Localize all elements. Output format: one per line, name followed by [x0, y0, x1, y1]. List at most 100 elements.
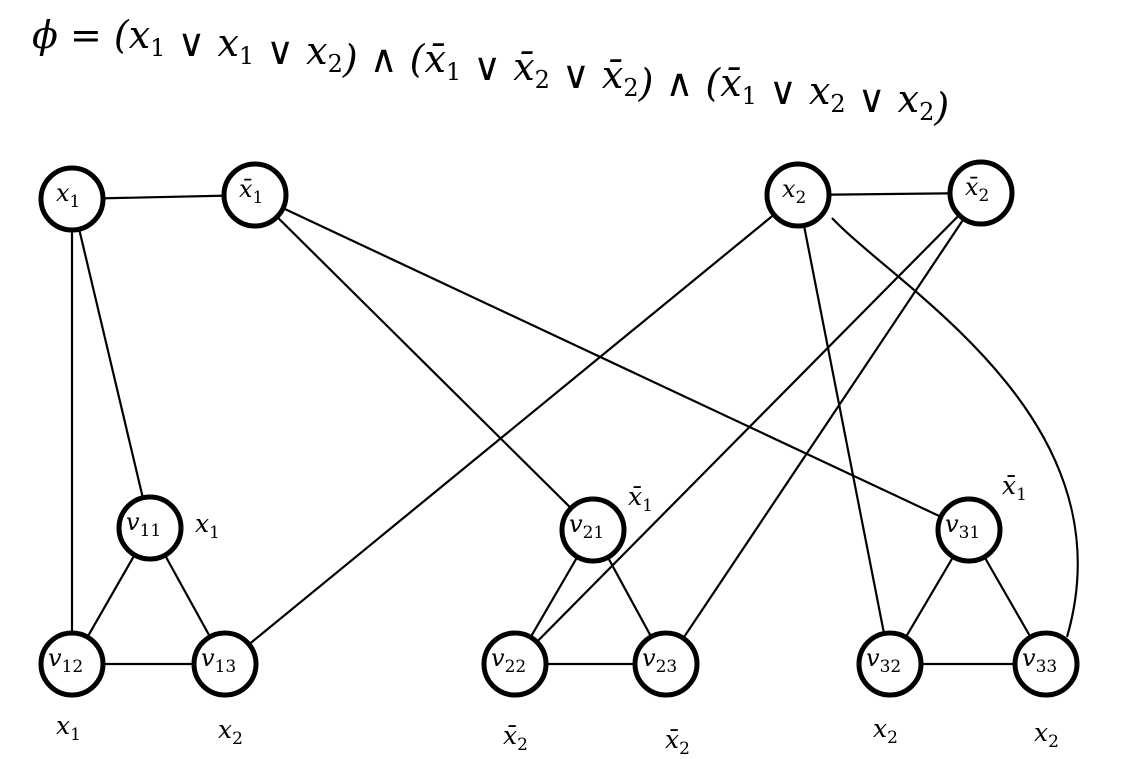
node-v13: v13	[191, 630, 259, 698]
side-label-v13: x2	[218, 715, 243, 749]
node-v22-label: v22	[491, 644, 526, 677]
node-v13-label: v13	[201, 644, 236, 677]
side-label-v13-subscript: 2	[232, 729, 243, 749]
side-label-v22: x̄2	[503, 721, 528, 755]
node-v33-label-base: v	[1022, 644, 1036, 672]
formula-part: ϕ = (	[32, 13, 130, 57]
edge-x2-v13	[224, 194, 799, 665]
formula-subscript: 2	[919, 98, 934, 126]
node-v12-label-subscript: 12	[62, 657, 84, 677]
formula-subscript: 2	[328, 50, 343, 78]
formula-part: ∨	[846, 77, 898, 121]
edge-x2-v33	[831, 217, 1079, 638]
formula-part: ∨	[757, 69, 809, 113]
formula-part: x	[898, 77, 919, 121]
node-v22-label-base: v	[491, 644, 505, 672]
node-nx1-circle	[221, 161, 289, 229]
node-v12-label: v12	[48, 644, 83, 677]
node-v11-label-base: v	[126, 508, 140, 536]
formula-part: x	[809, 69, 830, 113]
formula-subscript: 1	[239, 42, 254, 70]
node-x2: x2	[764, 161, 832, 229]
formula-subscript: 2	[830, 90, 845, 118]
side-label-v23-base: x̄	[665, 725, 679, 754]
side-label-v12-base: x	[56, 711, 70, 740]
formula-part: x̄	[720, 61, 741, 105]
node-v32-circle	[856, 630, 924, 698]
node-nx2-label: x̄2	[965, 173, 989, 206]
side-label-v33: x2	[1034, 718, 1059, 752]
side-label-v33-subscript: 2	[1048, 732, 1059, 752]
node-v31-label-subscript: 31	[959, 523, 981, 543]
side-label-v12-subscript: 1	[70, 725, 81, 745]
formula-subscript: 2	[623, 74, 638, 102]
side-label-v21-subscript: 1	[642, 496, 653, 516]
node-x2-label-base: x	[782, 175, 796, 203]
node-v11-label-subscript: 11	[140, 521, 162, 541]
side-label-v31-base: x̄	[1002, 471, 1016, 500]
node-v31-circle	[935, 496, 1003, 564]
node-nx2-label-subscript: 2	[979, 186, 990, 206]
formula-part: x	[129, 13, 150, 57]
node-v11: v11	[116, 494, 184, 562]
formula-part: ∨	[550, 53, 602, 97]
node-v33-circle	[1012, 630, 1080, 698]
edges	[70, 191, 1079, 666]
edge-nx1-v31	[254, 194, 970, 531]
node-v11-circle	[116, 494, 184, 562]
side-label-v32: x2	[873, 714, 898, 748]
node-v23: v23	[632, 630, 700, 698]
node-v22: v22	[481, 630, 549, 698]
formula-part: ∨	[254, 29, 306, 73]
formula-part: ) ∧ (	[638, 61, 722, 105]
node-v21-label: v21	[569, 510, 604, 543]
node-v33-label: v33	[1022, 644, 1057, 677]
node-v21-label-base: v	[569, 510, 583, 538]
side-label-v21-base: x̄	[628, 482, 642, 511]
node-v33: v33	[1012, 630, 1080, 698]
node-v23-label-subscript: 23	[656, 657, 678, 677]
edge-nx1-v21	[254, 194, 594, 531]
side-label-v12: x1	[56, 711, 81, 745]
node-v31-label: v31	[945, 510, 980, 543]
side-label-v22-subscript: 2	[517, 735, 528, 755]
formula-part: ) ∧ (	[342, 37, 426, 81]
node-v31-label-base: v	[945, 510, 959, 538]
side-label-v11-subscript: 1	[209, 523, 220, 543]
node-nx2: x̄2	[947, 159, 1015, 227]
side-label-v21: x̄1	[628, 482, 653, 516]
side-label-v31: x̄1	[1002, 471, 1027, 505]
side-label-v22-base: x̄	[503, 721, 517, 750]
formula-subscript: 1	[742, 82, 757, 110]
side-label-v23: x̄2	[665, 725, 690, 759]
node-x1-label-base: x	[56, 179, 70, 207]
node-v13-label-subscript: 13	[215, 657, 237, 677]
node-v12-label-base: v	[48, 644, 62, 672]
node-v13-circle	[191, 630, 259, 698]
formula-part: x̄	[513, 45, 534, 89]
formula-subscript: 1	[446, 58, 461, 86]
node-v22-label-subscript: 22	[505, 657, 527, 677]
node-v32-label-subscript: 32	[880, 657, 902, 677]
node-nx1-label-subscript: 1	[253, 188, 264, 208]
side-label-v11-base: x	[195, 509, 209, 538]
node-v33-label-subscript: 33	[1036, 657, 1058, 677]
edge-nx2-v23	[665, 192, 982, 665]
node-v13-label-base: v	[201, 644, 215, 672]
node-nx2-label-base: x̄	[965, 173, 979, 201]
node-x1: x1	[38, 165, 106, 233]
side-label-v32-base: x	[873, 714, 887, 743]
node-v32-label-base: v	[866, 644, 880, 672]
formula-part: x̄	[602, 53, 623, 97]
node-v22-circle	[481, 630, 549, 698]
node-x1-circle	[38, 165, 106, 233]
node-v32: v32	[856, 630, 924, 698]
formula-part: ∨	[461, 45, 513, 89]
node-x1-label-subscript: 1	[70, 192, 81, 212]
node-v23-circle	[632, 630, 700, 698]
node-x2-circle	[764, 161, 832, 229]
node-nx1-label: x̄1	[239, 175, 263, 208]
side-label-v13-base: x	[218, 715, 232, 744]
